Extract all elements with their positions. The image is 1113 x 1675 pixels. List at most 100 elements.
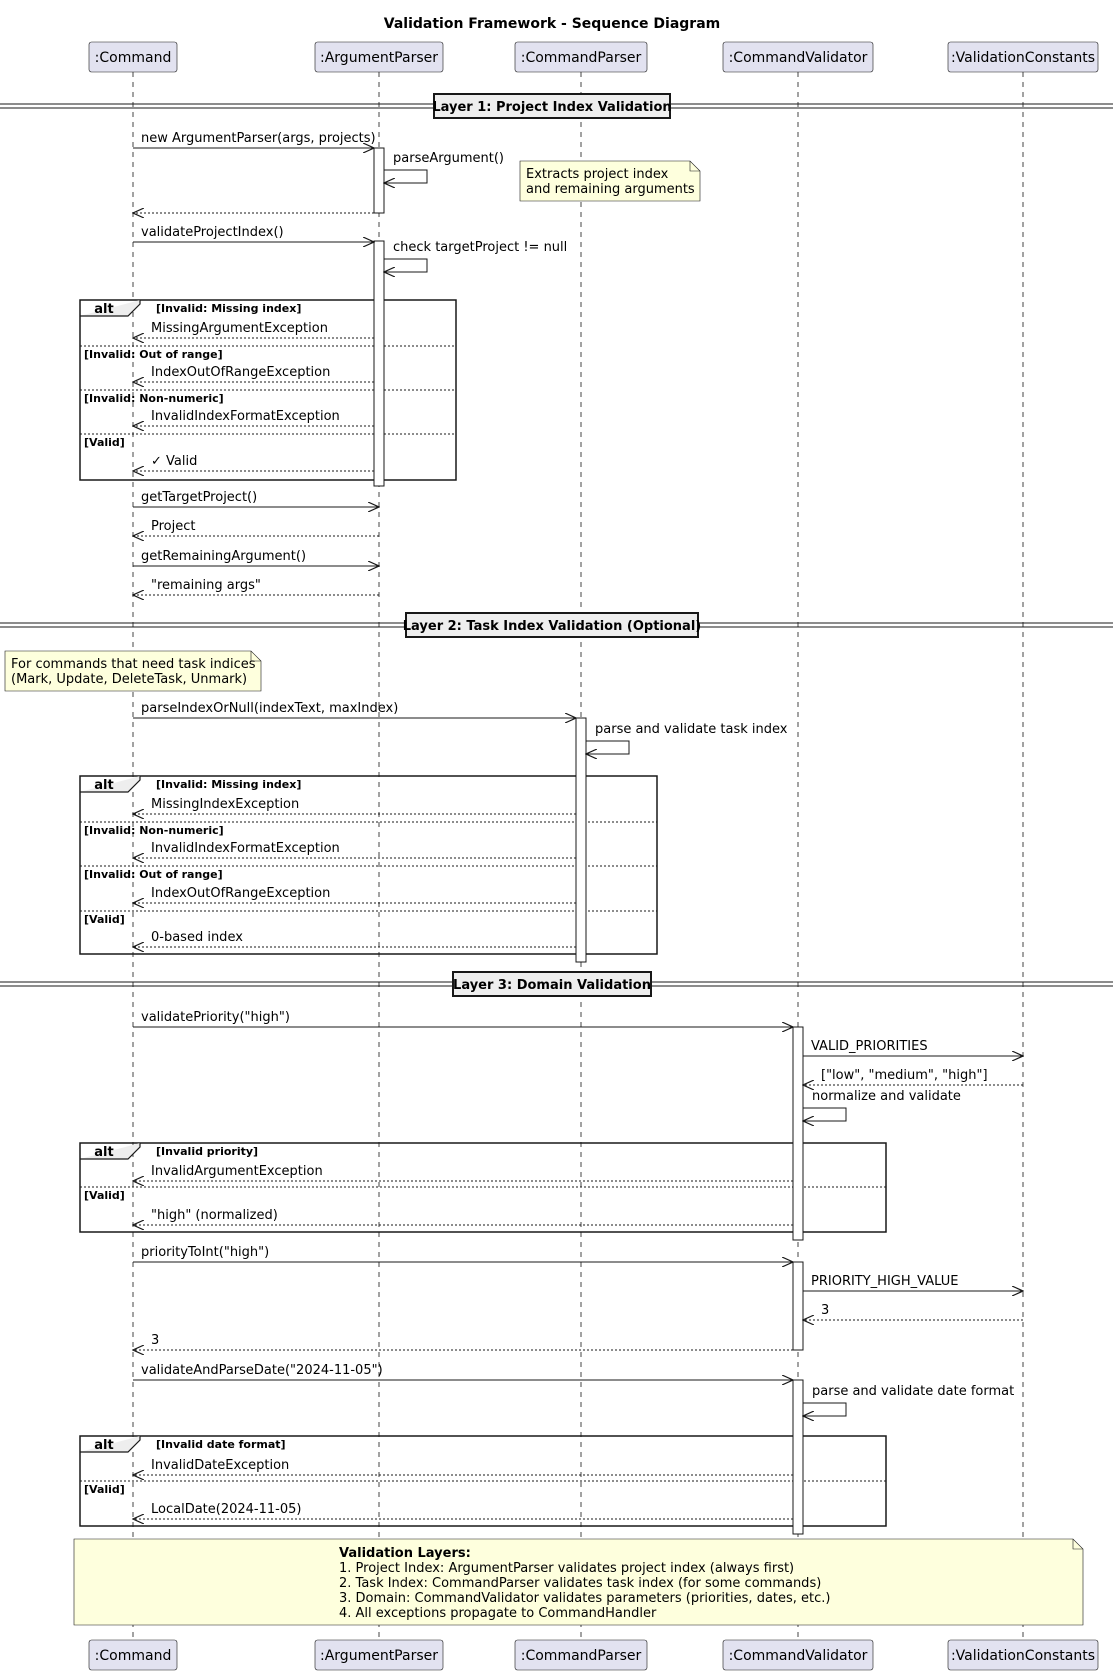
participant-box (947, 41, 1099, 73)
message-label: 0-based index (151, 930, 243, 945)
note-line: For commands that need task indices (11, 657, 256, 672)
divider-box (452, 971, 652, 997)
message-label: "high" (normalized) (151, 1208, 278, 1223)
message-arrow (803, 1107, 847, 1121)
participant-ap-top[interactable]: :ArgumentParser (314, 41, 444, 73)
participant-box (314, 1639, 444, 1671)
message-arrow (384, 258, 428, 272)
participant-label: :Command (95, 50, 172, 66)
activation-bar-cv (792, 1379, 804, 1535)
activation-bar-cp (575, 717, 587, 963)
participant-box (88, 41, 178, 73)
message-label: IndexOutOfRangeException (151, 365, 330, 380)
message-m26: priorityToInt("high") (133, 1245, 793, 1262)
participant-box (722, 1639, 874, 1671)
participant-box (314, 41, 444, 73)
fragment-keyword: alt (94, 778, 113, 793)
fragment-guard: [Valid] (84, 1483, 125, 1496)
activation-bar-cv (792, 1026, 804, 1241)
message-label: "remaining args" (151, 578, 261, 593)
message-m1: new ArgumentParser(args, projects) (133, 131, 376, 148)
participant-cmd-top[interactable]: :Command (88, 41, 178, 73)
message-m30: validateAndParseDate("2024-11-05") (133, 1363, 793, 1380)
fragment-tab (80, 300, 141, 317)
fragment-guard: [Valid] (84, 913, 125, 926)
message-label: ["low", "medium", "high"] (821, 1068, 988, 1083)
fragment-tab (80, 776, 141, 793)
message-m12: getRemainingArgument() (133, 549, 379, 566)
fragment-tab (80, 1143, 141, 1160)
divider-box (433, 93, 671, 119)
participant-box (722, 41, 874, 73)
message-m19: 0-based index (133, 930, 576, 947)
participant-label: :ValidationConstants (951, 1648, 1095, 1664)
message-m8: InvalidIndexFormatException (133, 409, 374, 426)
participant-vc-bottom[interactable]: :ValidationConstants (947, 1639, 1099, 1671)
note-n2: For commands that need task indices(Mark… (4, 650, 262, 692)
message-m11: Project (133, 519, 379, 536)
message-label: MissingIndexException (151, 797, 299, 812)
message-m31: parse and validate date format (803, 1384, 1014, 1416)
note-shape (73, 1538, 1084, 1626)
message-label: parseIndexOrNull(indexText, maxIndex) (141, 701, 398, 716)
message-m9: ✓ Valid (133, 454, 374, 471)
participant-cv-top[interactable]: :CommandValidator (722, 41, 874, 73)
message-label: normalize and validate (812, 1089, 961, 1104)
message-label: validatePriority("high") (141, 1010, 290, 1025)
participant-cmd-bottom[interactable]: :Command (88, 1639, 178, 1671)
divider-layer3: Layer 3: Domain Validation (0, 971, 1113, 997)
fragment-keyword: alt (94, 302, 113, 317)
message-label: check targetProject != null (393, 240, 567, 255)
participant-label: :ArgumentParser (320, 50, 438, 66)
fragment-f2: alt[Invalid: Missing index][Invalid: Non… (79, 775, 658, 955)
message-m21: VALID_PRIORITIES (803, 1039, 1023, 1056)
note-line: (Mark, Update, DeleteTask, Unmark) (11, 672, 247, 687)
message-m28: 3 (803, 1303, 1023, 1320)
divider-label: Layer 1: Project Index Validation (432, 100, 671, 115)
message-label: MissingArgumentException (151, 321, 328, 336)
message-m22: ["low", "medium", "high"] (803, 1068, 1023, 1085)
message-label: InvalidArgumentException (151, 1164, 323, 1179)
message-label: parseArgument() (393, 151, 504, 166)
alt-fragments: alt [Invalid: Missing index] [Invalid: Out… (79, 299, 887, 1527)
message-label: Project (151, 519, 195, 534)
fragment-guard: [Invalid: Missing index] (156, 778, 301, 791)
message-m23: normalize and validate (803, 1089, 961, 1121)
participant-ap-bottom[interactable]: :ArgumentParser (314, 1639, 444, 1671)
participant-cv-bottom[interactable]: :CommandValidator (722, 1639, 874, 1671)
message-label: new ArgumentParser(args, projects) (141, 131, 376, 146)
participant-cp-bottom[interactable]: :CommandParser (514, 1639, 648, 1671)
message-label: priorityToInt("high") (141, 1245, 269, 1260)
participant-box (947, 1639, 1099, 1671)
note-heading: Validation Layers: (339, 1546, 471, 1561)
participant-label: :CommandParser (521, 50, 642, 66)
fragment-tab (80, 1436, 141, 1453)
participant-box (88, 1639, 178, 1671)
message-label: parse and validate task index (595, 722, 788, 737)
message-arrow (803, 1402, 847, 1416)
participant-cp-top[interactable]: :CommandParser (514, 41, 648, 73)
divider-box (405, 612, 699, 638)
fragment-keyword: alt (94, 1438, 113, 1453)
note-line: 4. All exceptions propagate to CommandHa… (339, 1606, 657, 1621)
message-m10: getTargetProject() (133, 490, 379, 507)
message-m29: 3 (133, 1333, 793, 1350)
diagram-title: Validation Framework - Sequence Diagram (384, 16, 721, 32)
message-label: InvalidDateException (151, 1458, 289, 1473)
message-label: validateAndParseDate("2024-11-05") (141, 1363, 383, 1378)
message-label: ✓ Valid (151, 454, 197, 469)
participant-vc-top[interactable]: :ValidationConstants (947, 41, 1099, 73)
participants: :Command :ArgumentParser :CommandParser :Co… (88, 41, 1099, 1671)
message-m2: parseArgument() (384, 151, 504, 183)
message-arrow (586, 740, 630, 754)
message-m24: InvalidArgumentException (133, 1164, 793, 1181)
participant-box (514, 41, 648, 73)
message-label: 3 (821, 1303, 829, 1318)
message-label: getRemainingArgument() (141, 549, 306, 564)
message-label: IndexOutOfRangeException (151, 886, 330, 901)
message-label: InvalidIndexFormatException (151, 409, 340, 424)
message-m25: "high" (normalized) (133, 1208, 793, 1225)
message-m15: parse and validate task index (586, 722, 788, 754)
messages: new ArgumentParser(args, projects) parseA… (133, 131, 1023, 1519)
fragment-guard: [Invalid: Out of range] (84, 868, 223, 881)
